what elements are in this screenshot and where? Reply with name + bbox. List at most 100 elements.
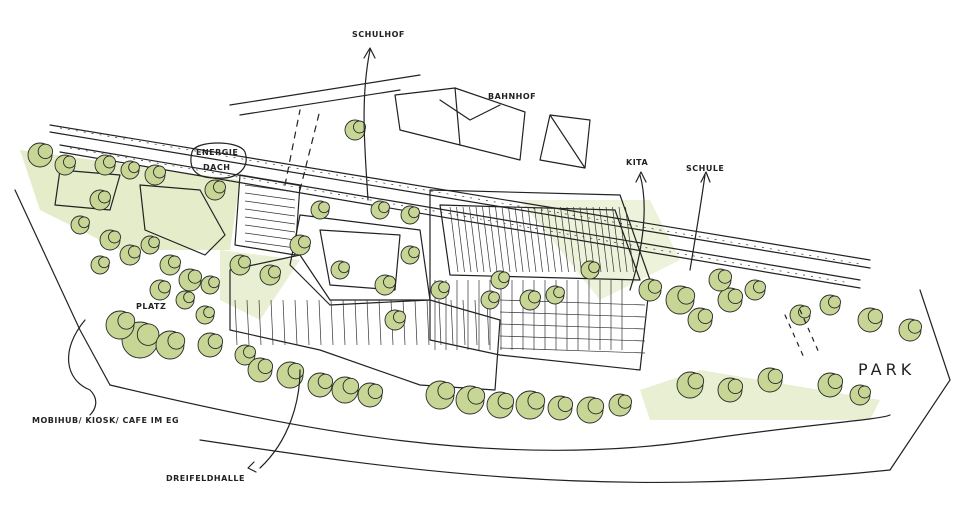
facade-line: [306, 299, 310, 346]
tree-crown: [317, 373, 334, 390]
facade-line: [234, 299, 238, 346]
solar-panel-stripe: [495, 206, 504, 273]
facade-line: [270, 299, 274, 346]
tree-crown: [353, 120, 366, 134]
tree-crown: [103, 155, 116, 169]
tree-crown: [557, 396, 574, 413]
tree-crown: [63, 155, 76, 169]
tree-crown: [467, 386, 486, 405]
solar-panel-stripe: [625, 206, 634, 273]
tree-crown: [393, 310, 406, 324]
label-park: PARK: [858, 360, 916, 379]
tree-crown: [117, 311, 136, 330]
tree-crown: [753, 280, 766, 294]
tree-crown: [168, 255, 181, 269]
solar-panel-stripe: [508, 206, 517, 273]
tree-crown: [408, 246, 420, 259]
tree-crown: [98, 256, 110, 269]
tree-crown: [98, 190, 111, 204]
tree-crown: [677, 286, 696, 305]
facade-line: [246, 299, 250, 346]
solar-panel-stripe: [469, 206, 478, 273]
tree-crown: [488, 291, 500, 304]
tree-crown: [287, 362, 305, 380]
label-energie-line2: DACH: [203, 163, 231, 172]
tree-crown: [617, 394, 633, 409]
facade-line: [318, 299, 322, 346]
facade-line: [438, 299, 442, 346]
energie-dach-bubble: [190, 142, 247, 179]
solar-panel-stripe: [521, 206, 530, 273]
facade-line: [462, 299, 466, 346]
tree-crown: [213, 180, 226, 194]
tree-crown: [437, 381, 456, 400]
tree-crown: [588, 261, 600, 274]
solar-panel-stripe: [605, 206, 615, 273]
tree-crown: [527, 391, 546, 410]
pointer-lines: [68, 47, 821, 473]
tree-crown: [207, 333, 224, 350]
tree-crown: [498, 271, 510, 284]
tree-crown: [238, 255, 251, 269]
label-kita: KITA: [626, 158, 649, 167]
solar-panel-stripe: [488, 206, 498, 273]
facade-line: [282, 299, 286, 346]
solar-panel-stripe: [514, 206, 524, 273]
tree-crown: [858, 385, 871, 399]
tree-crown: [158, 280, 171, 294]
facade-line: [342, 299, 346, 346]
railway-lines: [14, 74, 951, 484]
solar-panel-stripe: [462, 206, 472, 273]
tree-crown: [647, 279, 663, 294]
solar-panel-stripe: [547, 206, 556, 273]
solar-panel-stripe: [599, 206, 608, 273]
tree-crown: [727, 288, 744, 305]
tree-crown: [367, 383, 384, 400]
tree-crown: [268, 265, 281, 279]
tree-crown: [153, 165, 166, 179]
solar-panel-stripe: [475, 206, 485, 273]
tree-crown: [438, 281, 450, 294]
label-platz: PLATZ: [136, 302, 167, 311]
tree-crown: [687, 372, 705, 390]
solar-panel-stripe: [244, 224, 296, 233]
solar-panel-stripe: [244, 216, 296, 225]
tree-crown: [243, 345, 256, 359]
bahnhof-buildings: [394, 87, 591, 169]
facade-line: [294, 299, 298, 346]
facade-line: [499, 311, 646, 318]
facade-line: [499, 347, 646, 354]
tree-crown: [907, 319, 923, 334]
solar-panel-stripe: [244, 192, 296, 201]
tree-crown: [798, 305, 811, 319]
tree-crown: [827, 373, 844, 390]
tree-crown: [528, 290, 541, 304]
facade-line: [414, 299, 418, 346]
tree-crown: [208, 276, 220, 289]
tree-crown: [717, 269, 733, 284]
trees: [27, 119, 923, 424]
facade-grid: [234, 280, 646, 354]
tree-crown: [553, 286, 565, 299]
tree-crown: [108, 230, 121, 244]
tree-crown: [408, 206, 420, 219]
facade-line: [330, 299, 334, 346]
tree-crown: [167, 331, 186, 350]
solar-panel-stripe: [244, 232, 296, 241]
tree-crown: [183, 291, 195, 304]
label-dreifeldhalle: DREIFELDHALLE: [166, 474, 245, 483]
tree-crown: [587, 397, 605, 415]
tree-crown: [128, 161, 140, 174]
tree-crown: [383, 275, 396, 289]
facade-line: [354, 299, 358, 346]
label-bahnhof: BAHNHOF: [488, 92, 537, 101]
solar-panel-stripe: [618, 206, 628, 273]
label-energie-line1: ENERGIE: [196, 148, 239, 157]
solar-panel-stripe: [592, 206, 602, 273]
facade-line: [426, 299, 430, 346]
label-schule: SCHULE: [686, 164, 725, 173]
tree-crown: [136, 323, 160, 346]
tree-crown: [37, 143, 54, 160]
